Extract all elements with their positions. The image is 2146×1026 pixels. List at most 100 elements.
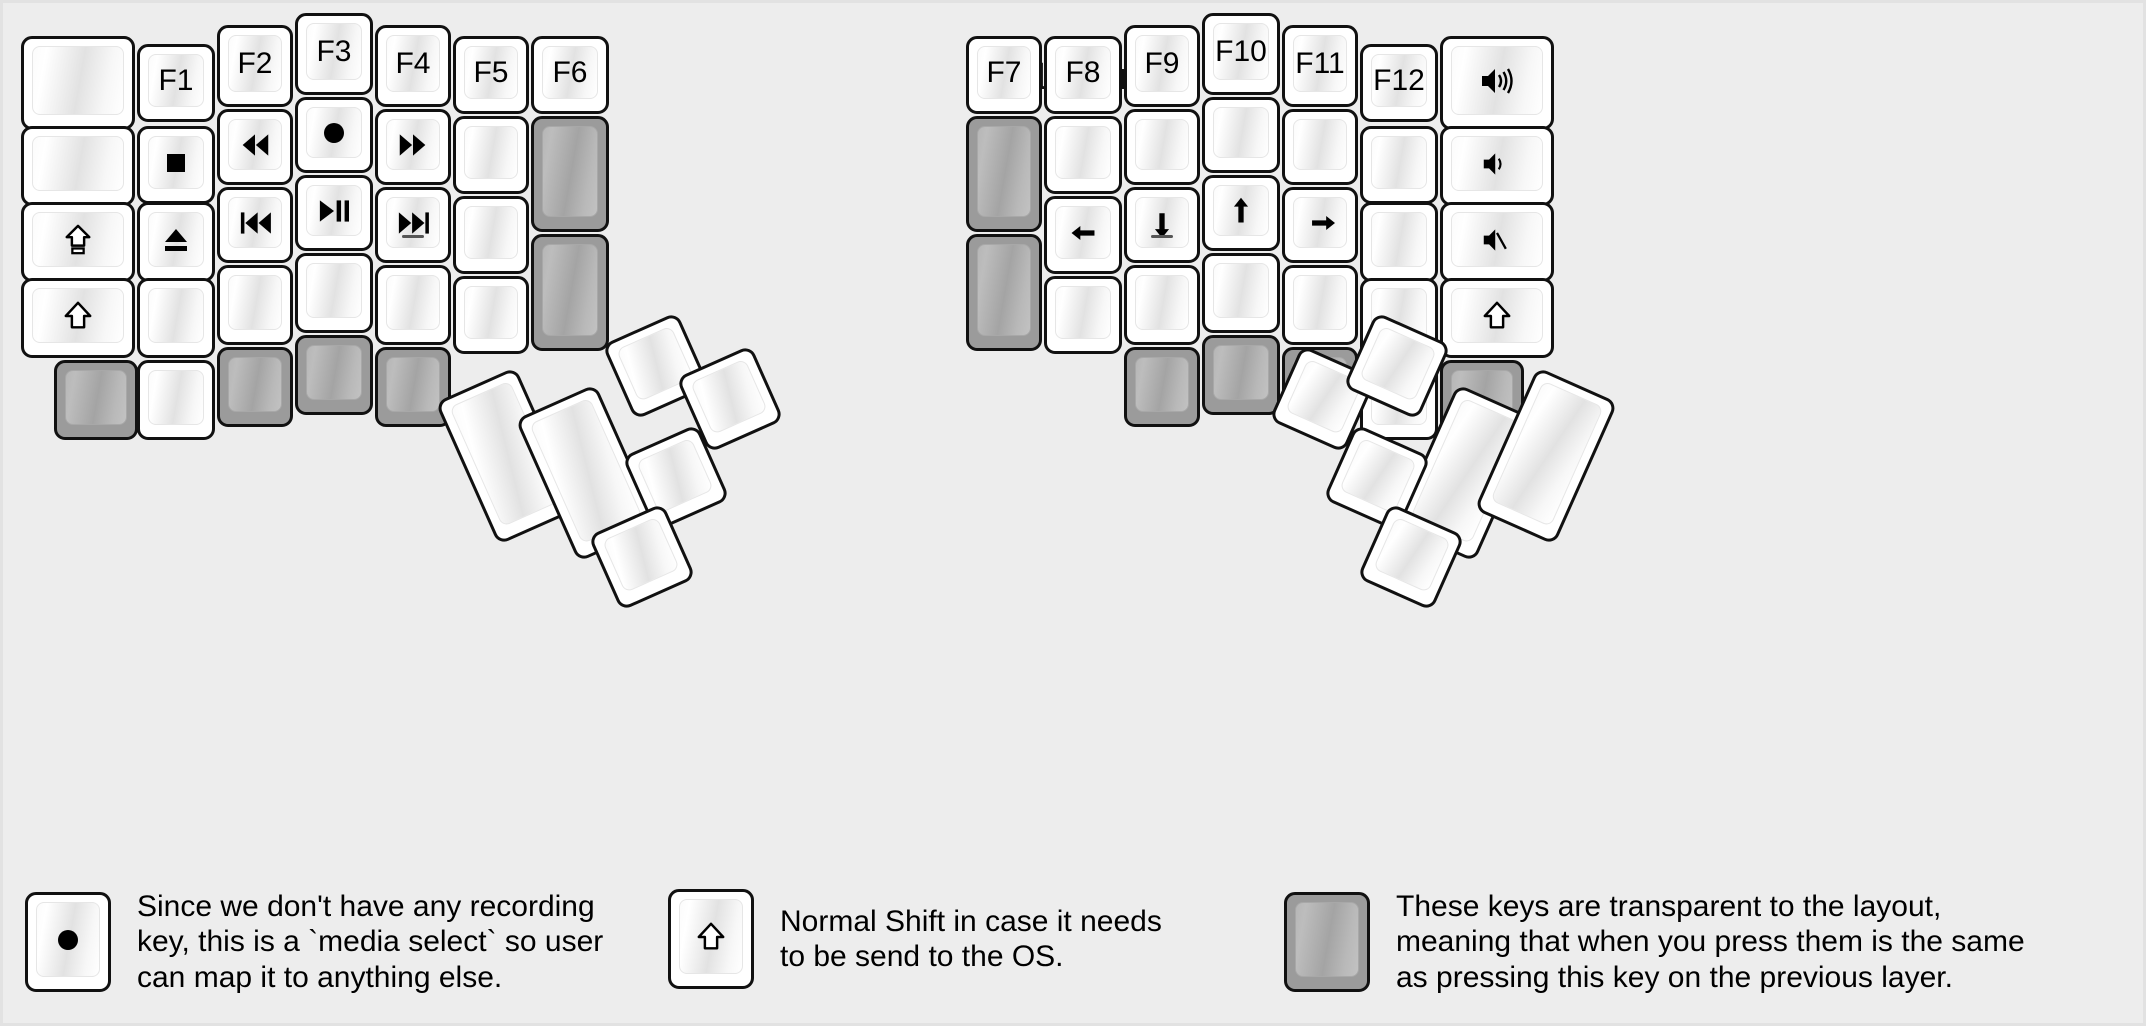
key-arrow-right[interactable]: [1282, 187, 1358, 263]
key-arrow-up[interactable]: [1202, 175, 1280, 251]
key-transparent[interactable]: [1440, 360, 1524, 440]
key-arrow-down[interactable]: [1124, 187, 1200, 263]
key-transparent[interactable]: [531, 116, 609, 232]
key-glyph-empty: [969, 119, 1039, 229]
homing-bump-indicator: [1151, 235, 1173, 238]
key-blank[interactable]: [1202, 97, 1280, 173]
volume-down-icon: [1443, 129, 1551, 203]
key-volume-mute[interactable]: [1440, 202, 1554, 282]
key-blank[interactable]: [1044, 116, 1122, 194]
key-blank[interactable]: [1360, 126, 1438, 204]
key-blank[interactable]: [295, 253, 373, 333]
key-blank[interactable]: [1360, 278, 1438, 358]
key-f10[interactable]: F10: [1202, 13, 1280, 95]
keycap-surface: [65, 370, 127, 425]
key-f11[interactable]: F11: [1282, 25, 1358, 107]
key-transparent[interactable]: [966, 234, 1042, 351]
key-transparent[interactable]: [375, 347, 451, 427]
key-blank[interactable]: [137, 278, 215, 358]
arrow-right-icon: [1285, 190, 1355, 260]
key-blank[interactable]: [1044, 276, 1122, 354]
key-blank[interactable]: [1282, 265, 1358, 345]
key-transparent[interactable]: [531, 234, 609, 351]
key-f5[interactable]: F5: [453, 36, 529, 114]
keycap-surface: [148, 54, 204, 107]
keycap-surface: [306, 23, 362, 80]
key-f4[interactable]: F4: [375, 25, 451, 107]
key-f1[interactable]: F1: [137, 44, 215, 122]
key-blank[interactable]: [453, 116, 529, 194]
key-arrow-left[interactable]: [1044, 196, 1122, 274]
key-glyph-empty: [1205, 100, 1277, 170]
keycap-surface: [977, 126, 1031, 217]
key-rewind[interactable]: [217, 109, 293, 185]
keycap-surface: [1451, 212, 1543, 267]
key-blank[interactable]: [375, 265, 451, 345]
key-blank[interactable]: [1282, 109, 1358, 185]
key-blank[interactable]: [453, 196, 529, 274]
key-f8[interactable]: F8: [1044, 36, 1122, 114]
key-transparent[interactable]: [1282, 347, 1358, 427]
rewind-icon: [220, 112, 290, 182]
next-track-icon: [378, 190, 448, 260]
keycap-surface: [228, 357, 282, 412]
key-next-track[interactable]: [375, 187, 451, 263]
key-glyph-empty: [1363, 205, 1435, 279]
keycap-surface: [148, 288, 204, 343]
keycap-surface: [1293, 35, 1347, 92]
key-f7[interactable]: F7: [966, 36, 1042, 114]
legend-description: These keys are transparent to the layout…: [1396, 890, 2025, 994]
key-previous-track[interactable]: [217, 187, 293, 263]
key-glyph-empty: [1285, 268, 1355, 342]
key-transparent[interactable]: [1124, 347, 1200, 427]
key-f6[interactable]: F6: [531, 36, 609, 114]
key-transparent[interactable]: [54, 360, 138, 440]
key-blank[interactable]: [1360, 202, 1438, 282]
keycap-surface: [1451, 46, 1543, 115]
fast-forward-icon: [378, 112, 448, 182]
key-blank[interactable]: [21, 126, 135, 206]
key-glyph-empty: [57, 363, 135, 437]
key-volume-down[interactable]: [1440, 126, 1554, 206]
key-blank[interactable]: [21, 36, 135, 130]
key-caps-lock[interactable]: [21, 202, 135, 282]
key-f12[interactable]: F12: [1360, 44, 1438, 122]
keycap-surface: [1213, 263, 1269, 318]
key-label: F1: [158, 63, 194, 97]
key-blank[interactable]: [1124, 109, 1200, 185]
key-f9[interactable]: F9: [1124, 25, 1200, 107]
key-f3[interactable]: F3: [295, 13, 373, 95]
key-blank[interactable]: [453, 276, 529, 354]
key-play-pause[interactable]: [295, 175, 373, 251]
key-blank[interactable]: [1202, 253, 1280, 333]
key-stop[interactable]: [137, 126, 215, 204]
key-record[interactable]: [295, 97, 373, 173]
key-blank[interactable]: [1360, 360, 1438, 440]
key-transparent[interactable]: [1202, 335, 1280, 415]
key-glyph-empty: [1127, 112, 1197, 182]
keycap-surface: [1371, 212, 1427, 267]
key-transparent[interactable]: [217, 347, 293, 427]
key-transparent[interactable]: [966, 116, 1042, 232]
key-label: F9: [1144, 46, 1180, 80]
key-glyph-empty: [456, 199, 526, 271]
key-label: F3: [316, 34, 352, 68]
key-shift[interactable]: [1440, 278, 1554, 358]
key-glyph-empty: [1047, 119, 1119, 191]
key-eject[interactable]: [137, 202, 215, 282]
key-transparent[interactable]: [295, 335, 373, 415]
key-shift[interactable]: [21, 278, 135, 358]
key-fast-forward[interactable]: [375, 109, 451, 185]
key-f2[interactable]: F2: [217, 25, 293, 107]
keycap-surface: [32, 288, 124, 343]
key-glyph-empty: [1363, 129, 1435, 201]
key-blank[interactable]: [1124, 265, 1200, 345]
key-glyph-empty: [1205, 256, 1277, 330]
key-label: F8: [1065, 55, 1101, 89]
key-volume-up[interactable]: [1440, 36, 1554, 130]
key-blank[interactable]: [217, 265, 293, 345]
key-label: F12: [1373, 63, 1425, 97]
key-blank[interactable]: [137, 360, 215, 440]
key-glyph-empty: [1205, 338, 1277, 412]
